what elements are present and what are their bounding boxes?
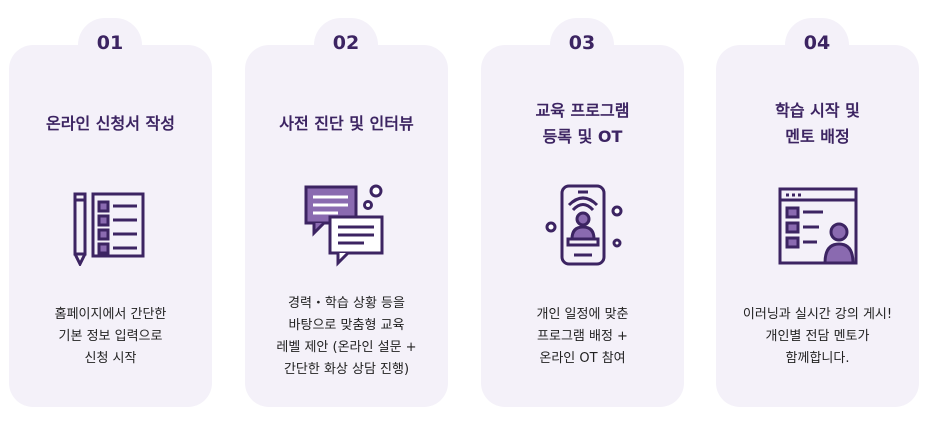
step-number-badge-4: 04 [785, 18, 849, 72]
step-number: 03 [568, 32, 596, 54]
step-number: 01 [96, 32, 124, 54]
step-desc-3: 개인 일정에 맞춘 프로그램 배정 + 온라인 OT 참여 [536, 307, 629, 366]
step-number-badge-1: 01 [78, 18, 142, 72]
step-title-1: 온라인 신청서 작성 [46, 114, 175, 133]
step-number-badge-3: 03 [550, 18, 614, 72]
step-number-badge-2: 02 [314, 18, 378, 72]
step-desc-2: 경력・학습 상황 등을 바탕으로 맞춤형 교육 레벨 제안 (온라인 설문 + … [276, 296, 417, 377]
step-number: 02 [332, 32, 360, 54]
step-number: 04 [803, 32, 831, 54]
form-checklist-icon [73, 192, 145, 266]
step-desc-4: 이러닝과 실시간 강의 게시! 개인별 전담 멘토가 함께합니다. [742, 307, 893, 366]
browser-mentor-icon [778, 187, 858, 265]
step-title-2: 사전 진단 및 인터뷰 [279, 114, 414, 133]
step-title-3: 교육 프로그램 등록 및 OT [535, 101, 630, 146]
step-card-1 [9, 45, 212, 407]
phone-webinar-icon [545, 184, 623, 266]
step-desc-1: 홈페이지에서 간단한 기본 정보 입력으로 신청 시작 [54, 307, 167, 366]
chat-bubbles-icon [304, 184, 384, 267]
step-title-4: 학습 시작 및 멘토 배정 [775, 101, 860, 146]
